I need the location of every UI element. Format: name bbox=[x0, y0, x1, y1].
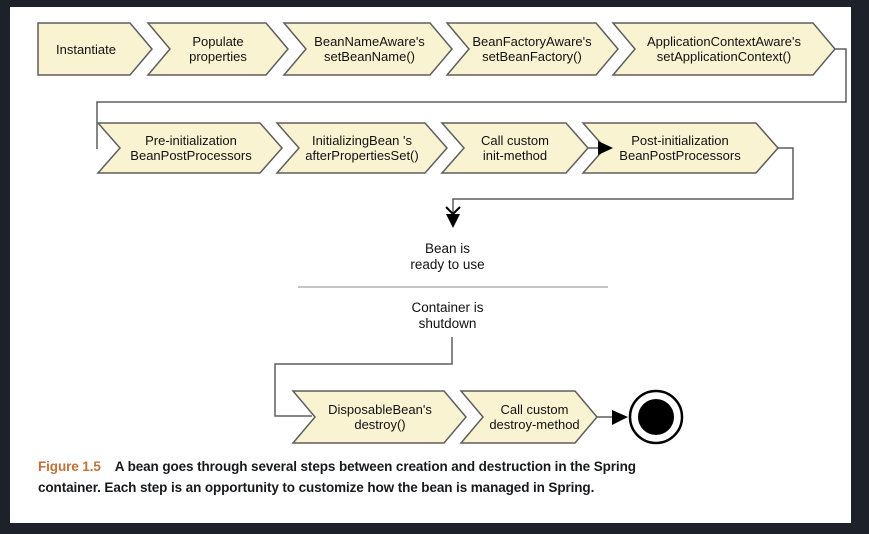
step-label-set-bean-factory: BeanFactoryAware's setBeanFactory() bbox=[472, 34, 592, 64]
step-label-disposable-destroy: DisposableBean's destroy() bbox=[328, 402, 432, 432]
step-label-custom-init: Call custom init-method bbox=[481, 133, 549, 163]
note-bean-ready: Bean is ready to use bbox=[410, 241, 485, 272]
step-call-custom-init-method bbox=[440, 122, 589, 174]
down-arrowhead-icon bbox=[446, 214, 460, 228]
step-disposable-bean-destroy bbox=[291, 390, 467, 444]
right-arrowhead-row2-icon bbox=[598, 141, 613, 155]
step-label-set-bean-name: BeanNameAware's setBeanName() bbox=[314, 34, 425, 64]
step-label-populate-properties: Populate properties bbox=[189, 34, 247, 64]
step-after-properties-set bbox=[275, 122, 448, 174]
figure-number-label: Figure 1.5 bbox=[38, 459, 101, 474]
step-label-custom-destroy: Call custom destroy-method bbox=[489, 402, 580, 432]
step-label-instantiate: Instantiate bbox=[56, 41, 116, 57]
figure-caption: Figure 1.5 A bean goes through several st… bbox=[38, 456, 738, 498]
caption-line-2: container. Each step is an opportunity t… bbox=[38, 477, 738, 498]
step-instantiate bbox=[37, 22, 153, 76]
caption-text-1: A bean goes through several steps betwee… bbox=[114, 459, 636, 474]
step-call-custom-destroy-method bbox=[459, 390, 598, 444]
step-set-bean-name bbox=[282, 22, 453, 76]
step-populate-properties bbox=[146, 22, 289, 76]
caption-text-2: container. Each step is an opportunity t… bbox=[38, 480, 595, 495]
step-label-post-init: Post-initialization BeanPostProcessors bbox=[619, 133, 741, 163]
end-state-inner-circle bbox=[638, 399, 674, 435]
step-label-pre-init: Pre-initialization BeanPostProcessors bbox=[130, 133, 252, 163]
step-set-bean-factory bbox=[445, 22, 619, 76]
step-set-application-context bbox=[611, 22, 836, 76]
step-label-after-properties-set: InitializingBean 's afterPropertiesSet() bbox=[305, 133, 419, 163]
step-label-set-application-context: ApplicationContextAware's setApplication… bbox=[647, 34, 801, 64]
note-container-shutdown: Container is shutdown bbox=[411, 300, 484, 331]
connector-row2-to-ready bbox=[452, 147, 794, 213]
caption-line-1: Figure 1.5 A bean goes through several st… bbox=[38, 456, 738, 477]
right-arrowhead-end-icon bbox=[612, 410, 628, 425]
step-pre-init-beanpostprocessors bbox=[96, 122, 283, 174]
connector-shutdown-to-row3 bbox=[274, 337, 453, 417]
connector-row1-to-row2 bbox=[96, 48, 847, 149]
